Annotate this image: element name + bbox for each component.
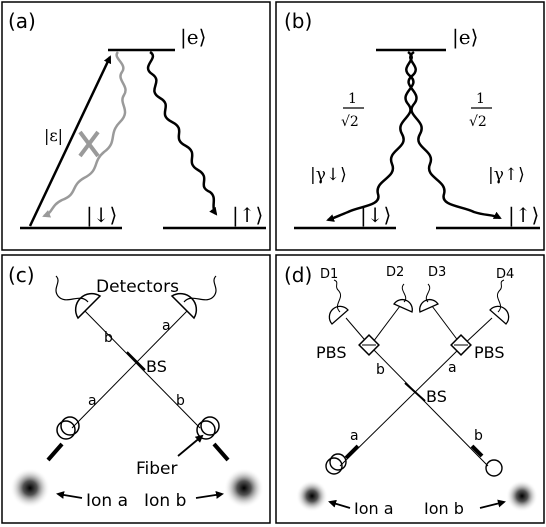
amplitude-fraction-right: 1 √2: [469, 91, 492, 130]
path-b-top-d: b: [376, 362, 385, 378]
panel-b-tag: (b): [284, 9, 312, 33]
pbs-label-right-d: PBS: [474, 343, 505, 362]
ion-a-label-c: Ion a: [86, 491, 128, 511]
path-b-top-c: b: [104, 330, 113, 346]
detector-right-c: [170, 275, 217, 320]
ion-b-pointer-d: [479, 499, 506, 509]
ion-a-d: [296, 480, 328, 512]
panel-a-tag: (a): [8, 9, 36, 33]
path-a-top-d: a: [448, 360, 457, 376]
ion-a-c: [10, 468, 50, 508]
allowed-decay-a: [146, 50, 218, 216]
panel-d: (d) D1 D2 D3 D4 BS PBS PBS: [275, 254, 545, 524]
panel-d-tag: (d): [284, 263, 312, 287]
fiber-label-c: Fiber: [136, 459, 178, 479]
frac-num-right: 1: [476, 91, 485, 107]
fiber-coupler-right-d: [470, 444, 503, 477]
panel-a-frame: [1, 1, 271, 251]
detector-label-d1: D1: [320, 267, 338, 282]
detector-label-d3: D3: [428, 265, 446, 280]
ion-a-pointer-c: [56, 491, 83, 499]
detector-left-c: [55, 275, 102, 320]
frac-den-right: √2: [469, 114, 487, 130]
photon-ket-down-b: |γ↓⟩: [310, 165, 347, 185]
ion-a-pointer-d: [328, 499, 351, 509]
detector-d2: [393, 283, 413, 313]
beam-b-d: [369, 345, 489, 467]
panel-c-tag: (c): [8, 263, 35, 287]
beam-pbs-left-out-d: [369, 305, 401, 347]
panel-b-frame: [275, 1, 545, 251]
fiber-coupler-right-c: [196, 416, 230, 462]
ion-b-c: [224, 468, 264, 508]
ion-b-pointer-c: [195, 490, 224, 499]
detector-label-d2: D2: [386, 265, 404, 280]
ion-a-label-d: Ion a: [354, 499, 394, 518]
beam-b-c: [81, 307, 201, 429]
detector-d4: [489, 279, 510, 325]
path-b-bottom-c: b: [176, 393, 185, 409]
panel-a: (a) |e⟩ |↓⟩ |↑⟩ |ε|: [1, 1, 271, 251]
laser-label-a: |ε|: [44, 126, 63, 145]
amplitude-fraction-left: 1 √2: [341, 91, 364, 130]
frac-den-left: √2: [341, 114, 359, 130]
pbs-cube-left-d: [358, 334, 380, 356]
detector-label-d4: D4: [496, 267, 514, 282]
ground-ket-up-b: |↑⟩: [508, 203, 539, 228]
beam-splitter-d: [404, 382, 426, 402]
photon-ket-up-b: |γ↑⟩: [488, 165, 525, 185]
panel-c-frame: [1, 254, 271, 524]
panel-d-frame: [275, 254, 545, 524]
ground-ket-up-a: |↑⟩: [232, 203, 263, 228]
path-a-top-c: a: [162, 318, 171, 334]
path-b-bottom-d: b: [474, 428, 483, 444]
beam-splitter-c: [126, 351, 146, 371]
detector-d3: [419, 283, 439, 313]
decay-down-b: [326, 50, 415, 222]
forbidden-decay-a: [42, 51, 127, 218]
beam-a-c: [71, 307, 191, 429]
pbs-cube-right-d: [450, 334, 472, 356]
ion-b-label-d: Ion b: [424, 499, 464, 518]
fiber-pointer-c: [177, 434, 204, 457]
fiber-coupler-left-d: [325, 444, 360, 475]
bs-label-d: BS: [426, 387, 447, 406]
path-a-bottom-d: a: [350, 428, 359, 444]
fiber-coupler-left-c: [46, 416, 80, 462]
forbidden-cross-icon: [78, 130, 100, 158]
excited-ket-a: |e⟩: [180, 25, 206, 50]
panel-c: (c) Detectors BS b a a b: [1, 254, 271, 524]
detectors-label-c: Detectors: [96, 277, 179, 297]
beam-a-d: [339, 345, 463, 467]
frac-num-left: 1: [348, 91, 357, 107]
excited-ket-b: |e⟩: [452, 25, 478, 50]
bs-label-c: BS: [146, 357, 167, 376]
ion-b-label-c: Ion b: [144, 491, 186, 511]
ion-b-d: [506, 480, 538, 512]
path-a-bottom-c: a: [88, 393, 97, 409]
pbs-label-left-d: PBS: [316, 343, 347, 362]
detector-d1: [328, 279, 349, 325]
ground-ket-down-a: |↓⟩: [86, 203, 117, 228]
laser-arrow-a: [28, 55, 112, 227]
panel-b: (b) |e⟩ |↓⟩ |↑⟩ 1 √2 1 √2 |γ↓⟩ |γ↑⟩: [275, 1, 545, 251]
decay-up-b: [407, 50, 502, 220]
